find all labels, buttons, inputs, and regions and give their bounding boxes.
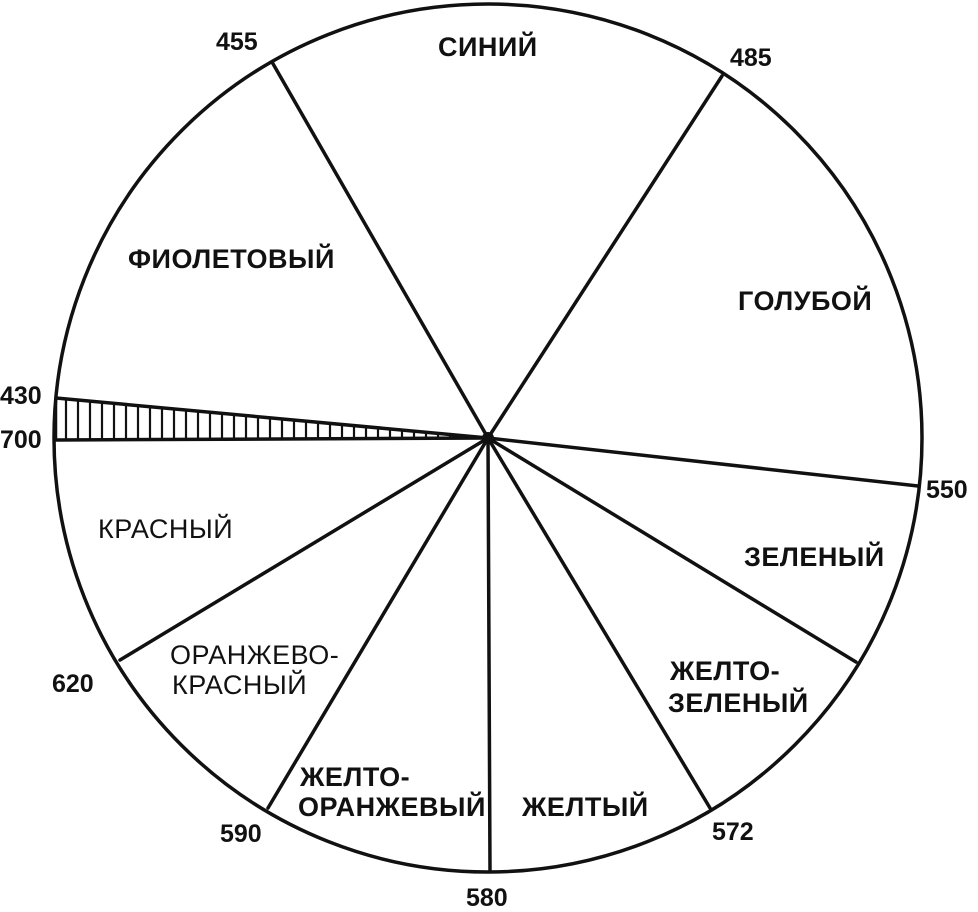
- wavelength-590: 590: [220, 820, 262, 848]
- boundary-485: [486, 74, 724, 440]
- boundary-lines: [54, 60, 920, 872]
- segment-labels: СИНИЙ ГОЛУБОЙ ЗЕЛЕНЫЙ ЖЕЛТО- ЗЕЛЕНЫЙ ЖЕЛ…: [98, 31, 885, 822]
- wavelength-455: 455: [216, 28, 258, 56]
- boundary-580: [486, 436, 492, 872]
- boundary-620: [118, 436, 490, 662]
- wavelength-572: 572: [712, 818, 754, 846]
- wavelength-485: 485: [730, 44, 772, 72]
- segment-label-yellow: ЖЕЛТЫЙ: [521, 791, 649, 822]
- segment-label-yellow-green-1: ЖЕЛТО-: [669, 656, 780, 686]
- boundary-455: [270, 60, 490, 440]
- segment-label-yellow-orange-2: ОРАНЖЕВЫЙ: [298, 791, 486, 822]
- wheel-center: [482, 432, 494, 444]
- segment-label-red: КРАСНЫЙ: [98, 513, 233, 544]
- boundary-700: [54, 436, 490, 442]
- wheel-outline: [52, 2, 924, 874]
- segment-label-orange-red-2: КРАСНЫЙ: [172, 669, 307, 700]
- wavelength-580: 580: [466, 884, 508, 912]
- segment-label-orange-red-1: ОРАНЖЕВО-: [170, 640, 339, 670]
- boundary-580-yellow: [486, 436, 712, 810]
- wavelength-550: 550: [926, 476, 968, 504]
- segment-label-yellow-green-2: ЗЕЛЕНЫЙ: [668, 687, 809, 718]
- segment-label-green: ЗЕЛЕНЫЙ: [744, 541, 885, 572]
- wavelength-labels: 455 485 550 572 580 590 620 700 430: [0, 28, 968, 912]
- boundary-550: [486, 436, 920, 488]
- segment-label-blue: СИНИЙ: [438, 31, 538, 62]
- wavelength-430: 430: [0, 382, 42, 410]
- segment-label-yellow-orange-1: ЖЕЛТО-: [299, 762, 410, 792]
- segment-label-violet: ФИОЛЕТОВЫЙ: [128, 243, 335, 274]
- boundary-430: [54, 396, 490, 440]
- wavelength-620: 620: [52, 670, 94, 698]
- wavelength-700: 700: [0, 426, 42, 454]
- boundary-572: [486, 436, 858, 664]
- boundary-590: [266, 436, 490, 810]
- segment-label-cyan: ГОЛУБОЙ: [738, 285, 872, 316]
